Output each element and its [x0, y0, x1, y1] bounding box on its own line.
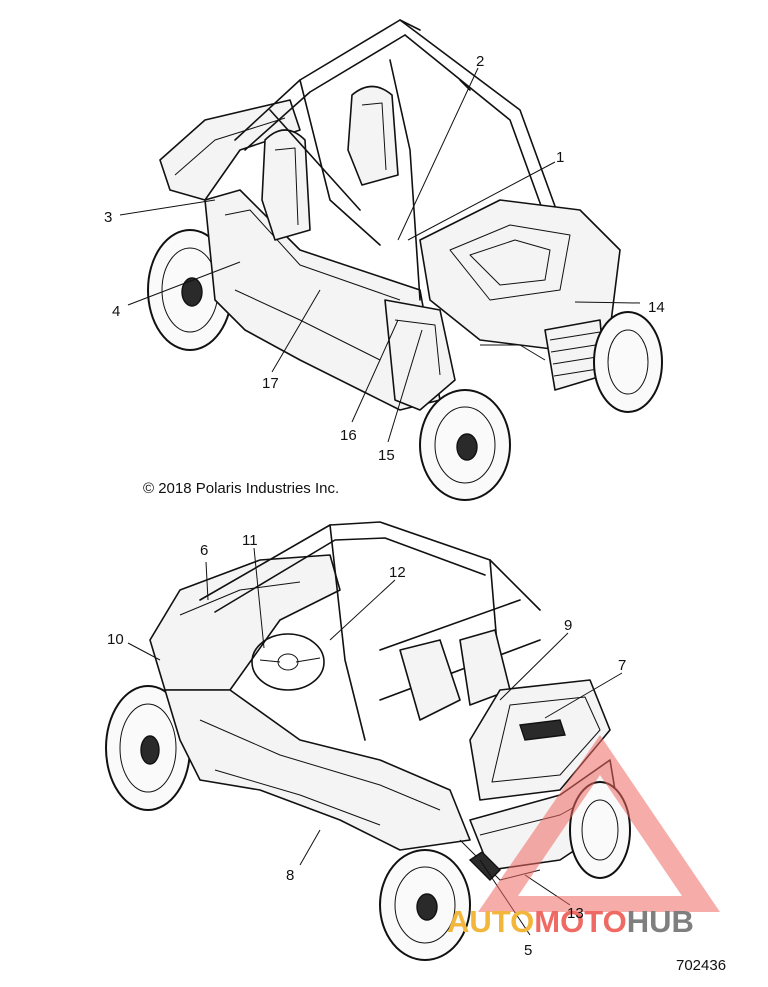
rear-right-wheel: [569, 781, 631, 879]
callout-14: 14: [648, 299, 665, 316]
watermark-text: AUTOMOTOHUB: [447, 904, 694, 939]
front-left-wheel: [419, 389, 511, 501]
top-vehicle-illustration: [147, 19, 663, 501]
callout-labels-bottom: 6 11 12 10 9 7 8 13 5: [107, 532, 626, 959]
callout-9: 9: [564, 617, 572, 634]
rear-wheel: [379, 849, 471, 961]
watermark-triangle: [478, 735, 720, 912]
front-wheel: [105, 685, 191, 811]
callout-10: 10: [107, 631, 124, 648]
bottom-leader-lines: [127, 547, 623, 936]
callout-15: 15: [378, 447, 395, 464]
callout-11: 11: [242, 532, 258, 549]
callout-12: 12: [389, 564, 406, 581]
front-right-wheel: [593, 311, 663, 413]
cargo-bed: [469, 679, 611, 801]
seats: [261, 85, 399, 241]
bottom-vehicle-illustration: [105, 521, 631, 961]
callout-4: 4: [112, 303, 120, 320]
top-leader-lines: [119, 67, 641, 443]
watermark: AUTOMOTOHUB: [447, 735, 720, 939]
callout-5: 5: [524, 942, 532, 959]
roll-cage: [234, 19, 561, 301]
callout-labels-top: 2 1 3 4 14 17 16 15: [104, 53, 665, 464]
callout-8: 8: [286, 867, 294, 884]
part-number: 702436: [676, 957, 726, 974]
callout-6: 6: [200, 542, 208, 559]
callout-1: 1: [556, 149, 564, 166]
callout-13: 13: [567, 905, 584, 922]
callout-17: 17: [262, 375, 279, 392]
callout-3: 3: [104, 209, 112, 226]
roof-cage: [199, 521, 541, 741]
callout-2: 2: [476, 53, 484, 70]
steering-wheel: [251, 633, 325, 691]
callout-16: 16: [340, 427, 357, 444]
callout-7: 7: [618, 657, 626, 674]
copyright-notice: © 2018 Polaris Industries Inc.: [143, 480, 339, 497]
